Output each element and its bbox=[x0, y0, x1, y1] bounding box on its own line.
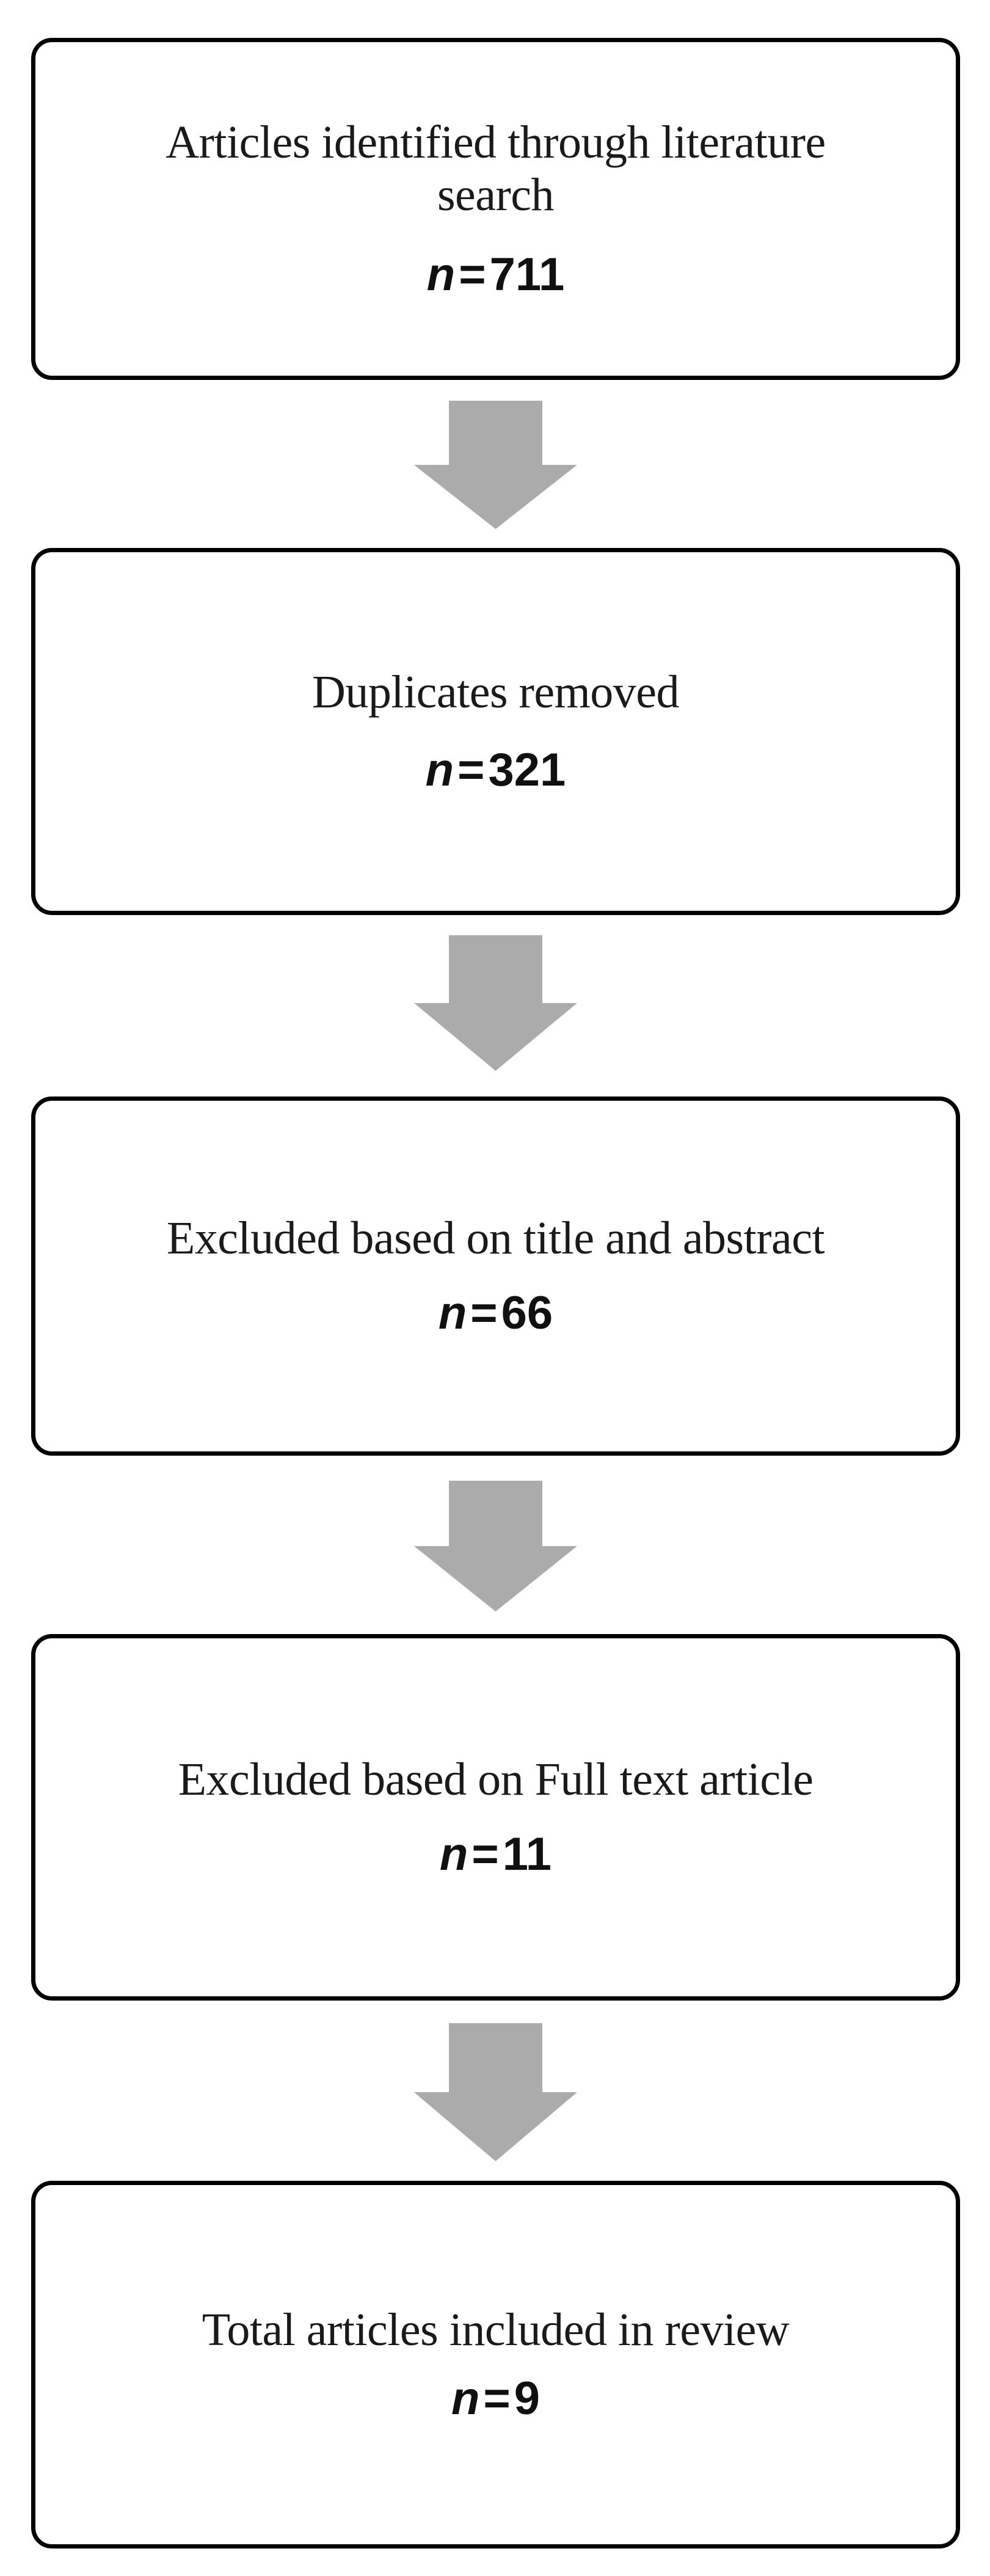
n-symbol: n bbox=[438, 1287, 467, 1340]
node-count: n=711 bbox=[427, 248, 564, 301]
count-value: 9 bbox=[514, 2373, 540, 2425]
count-value: 321 bbox=[488, 743, 566, 796]
node-label: Duplicates removed bbox=[312, 666, 679, 718]
count-value: 66 bbox=[501, 1287, 553, 1340]
equals-symbol: = bbox=[483, 2373, 511, 2425]
node-count: n=9 bbox=[451, 2372, 540, 2425]
down-arrow-icon bbox=[414, 401, 577, 529]
down-arrow-icon bbox=[414, 2023, 577, 2161]
count-value: 11 bbox=[502, 1828, 552, 1881]
n-symbol: n bbox=[451, 2373, 480, 2425]
equals-symbol: = bbox=[457, 743, 485, 796]
node-label: Total articles included in review bbox=[202, 2304, 790, 2355]
equals-symbol: = bbox=[470, 1287, 498, 1340]
node-label: Excluded based on title and abstract bbox=[166, 1212, 825, 1264]
flow-node-excluded-full-text: Excluded based on Full text article n=11 bbox=[31, 1634, 960, 2001]
n-symbol: n bbox=[439, 1828, 468, 1881]
flow-node-identified: Articles identified through literature s… bbox=[31, 38, 960, 380]
equals-symbol: = bbox=[471, 1828, 499, 1881]
flow-node-duplicates-removed: Duplicates removed n=321 bbox=[31, 548, 960, 915]
equals-symbol: = bbox=[459, 248, 486, 301]
node-label: Articles identified through literature s… bbox=[166, 117, 826, 221]
flow-node-included: Total articles included in review n=9 bbox=[31, 2181, 960, 2549]
node-count: n=66 bbox=[439, 1286, 553, 1340]
down-arrow-icon bbox=[414, 1481, 577, 1611]
node-count: n=11 bbox=[440, 1828, 551, 1881]
down-arrow-icon bbox=[414, 935, 577, 1071]
count-value: 711 bbox=[489, 248, 565, 301]
node-label: Excluded based on Full text article bbox=[178, 1753, 813, 1805]
n-symbol: n bbox=[426, 248, 456, 301]
n-symbol: n bbox=[425, 743, 454, 796]
flow-node-excluded-title-abstract: Excluded based on title and abstract n=6… bbox=[31, 1096, 960, 1456]
node-count: n=321 bbox=[426, 743, 566, 797]
